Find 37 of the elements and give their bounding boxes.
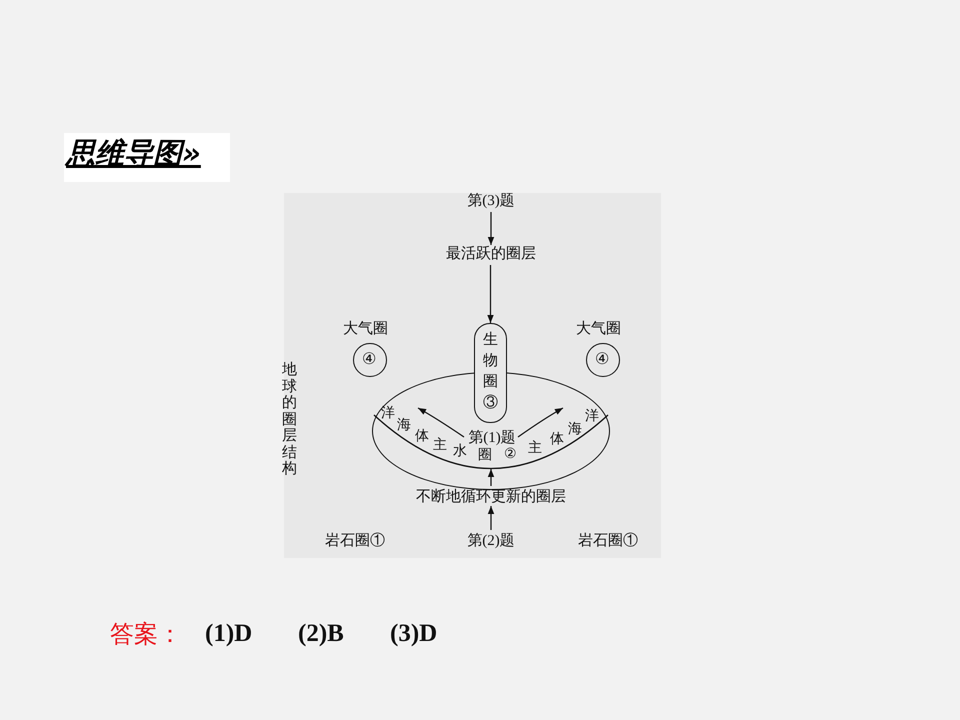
- arrow: [488, 469, 494, 486]
- circle-number: ④: [595, 351, 609, 369]
- circle-number: ④: [362, 351, 376, 369]
- text-label: 第(2)题: [467, 532, 515, 550]
- answer-text: (1)D: [205, 619, 252, 649]
- text-label: 不断地循环更新的圈层: [416, 488, 566, 506]
- ellipse-node: [372, 372, 610, 490]
- curve-label: 洋: [585, 408, 599, 426]
- vertical-label: 生物圈③: [483, 330, 498, 413]
- curve-label: 体: [550, 430, 564, 449]
- arrow: [488, 212, 494, 245]
- arrow: [418, 407, 464, 438]
- curve-label: 体: [415, 428, 429, 446]
- capsule-node: [474, 323, 507, 423]
- curve-label: 海: [397, 417, 411, 436]
- node-heading: 大气圈: [343, 320, 388, 338]
- curve-label: 洋: [381, 405, 395, 424]
- curve-label: 水: [453, 443, 467, 462]
- text-label: 岩石圈①: [325, 532, 385, 550]
- curve-label: 主: [433, 436, 447, 455]
- text-label: 第(1)题: [468, 429, 516, 447]
- curve-label: 主: [528, 440, 542, 458]
- heading: 思维导图»: [64, 133, 230, 182]
- text-label: 第(3)题: [467, 192, 515, 210]
- answer-text: (2)B: [298, 619, 344, 649]
- arrow: [518, 407, 564, 438]
- curve-label: 圈: [478, 447, 492, 466]
- arrow: [487, 265, 494, 323]
- vertical-label: 地球的圈层结构: [282, 362, 297, 478]
- curve-label: ②: [504, 446, 517, 464]
- node-heading: 大气圈: [576, 320, 621, 338]
- arrow: [488, 506, 494, 530]
- text-label: 岩石圈①: [578, 532, 638, 550]
- curve-label: 海: [568, 420, 582, 439]
- answer-heading: 答案：: [110, 619, 182, 650]
- answer-text: (3)D: [390, 619, 438, 649]
- text-label: 最活跃的圈层: [446, 245, 536, 263]
